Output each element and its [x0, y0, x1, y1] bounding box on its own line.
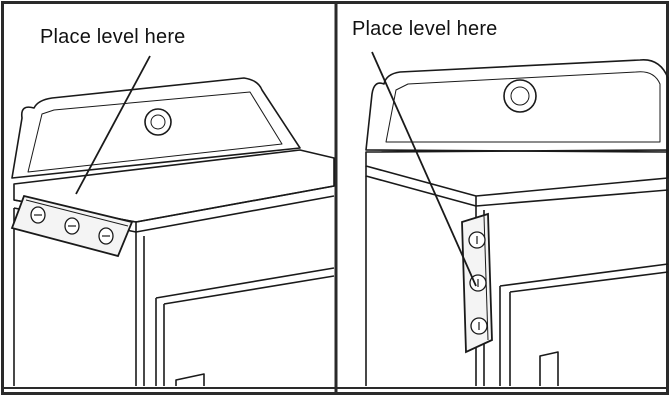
right-leader-line	[372, 52, 476, 286]
right-level	[462, 214, 492, 352]
right-panel-dryer	[366, 60, 668, 386]
right-door	[500, 264, 668, 386]
left-side-lip	[136, 186, 334, 232]
left-caption: Place level here	[40, 26, 186, 49]
left-door	[156, 268, 334, 386]
right-caption: Place level here	[352, 18, 498, 41]
right-door-handle	[540, 352, 558, 386]
right-top-lip	[366, 166, 668, 206]
left-console-knob	[145, 109, 171, 135]
left-door-handle	[176, 374, 204, 386]
right-console-inner	[386, 72, 660, 142]
right-console	[366, 60, 668, 152]
right-console-knob-inner	[511, 87, 529, 105]
left-console-inner	[28, 92, 282, 172]
left-console	[12, 78, 300, 178]
left-console-knob-inner	[151, 115, 165, 129]
left-leader-line	[76, 56, 150, 194]
left-level	[12, 196, 132, 256]
right-console-knob	[504, 80, 536, 112]
